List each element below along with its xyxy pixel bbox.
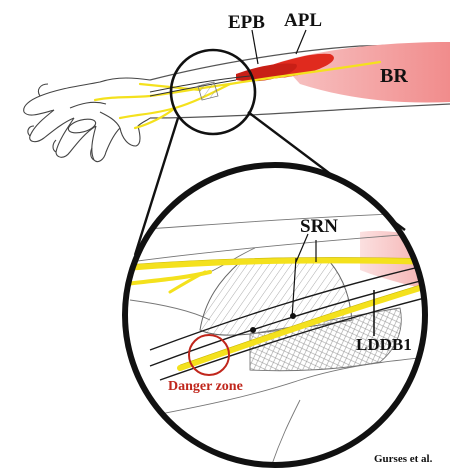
label-br: BR [380,65,408,87]
label-epb: EPB [228,12,265,33]
label-apl: APL [284,10,322,31]
credit-text: Gurses et al. [374,453,433,465]
hand-sketch [24,78,150,162]
forearm-and-hand [24,42,450,162]
label-lddb1: LDDB1 [356,335,412,354]
wrist-patch [198,82,218,100]
label-srn: SRN [300,216,338,237]
label-danger-zone: Danger zone [168,379,243,394]
